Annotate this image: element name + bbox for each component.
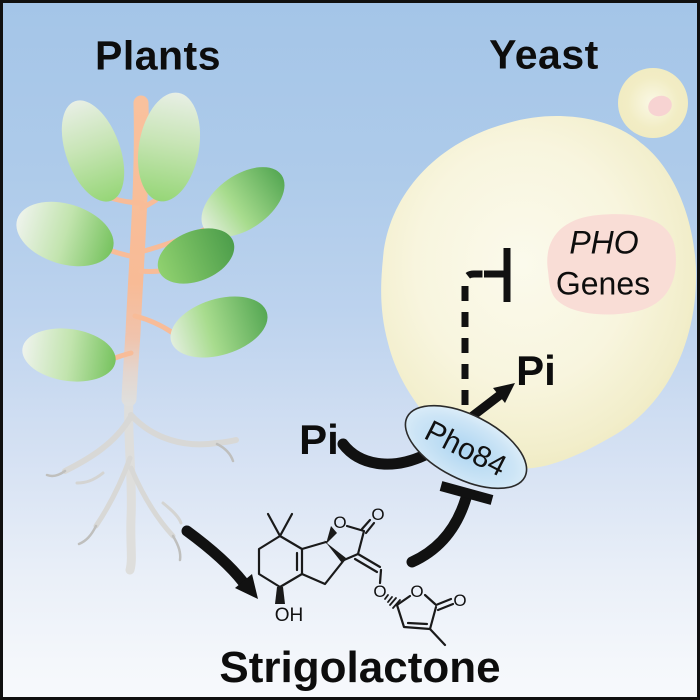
molecule-bonds [257, 534, 304, 589]
yeast-cell-body [381, 115, 697, 469]
molecule-bonds [428, 627, 447, 647]
plant-leaf [16, 201, 114, 267]
plant-leaf [170, 296, 268, 358]
pho-genes-label-line1: PHO [569, 224, 639, 261]
external-pi-label: Pi [299, 416, 339, 463]
atom-label-lactone-carbonyl-o: O [371, 505, 384, 524]
atom-label-butenolide-o: O [410, 582, 423, 601]
strigolactone-name-label: Strigolactone [219, 643, 501, 692]
plant-leaf [201, 167, 285, 237]
molecule-hash-bond [384, 594, 401, 609]
molecule-bonds [300, 540, 346, 586]
pho-genes-region [547, 214, 676, 315]
plant-leaf [157, 228, 235, 284]
molecule-bonds [360, 518, 376, 535]
molecule-wedge-bond [275, 587, 285, 604]
molecule-bonds [395, 594, 412, 607]
molecule-bonds [423, 593, 437, 606]
molecule-bonds [342, 524, 366, 562]
molecule-wedge-bond [326, 526, 337, 544]
molecule-bonds [353, 552, 382, 574]
plant-leaf [61, 100, 125, 202]
molecule-wedge-bond [324, 540, 346, 563]
plant-leaf [137, 92, 201, 202]
pho84-ellipse [404, 404, 528, 490]
pho84-inhibition-dashed-tbar [461, 248, 511, 405]
yeast-cell [381, 68, 697, 469]
molecule-bonds [406, 621, 429, 626]
atom-label-hydroxyl: OH [275, 605, 304, 626]
plant-leaf [22, 328, 116, 382]
pathway-arrows [181, 248, 515, 599]
atom-label-enol-ether-o: O [373, 582, 386, 601]
pho-genes-label-line2: Genes [555, 265, 651, 302]
molecule-bonds [395, 603, 438, 631]
molecule-bonds [434, 597, 455, 612]
yeast-title: Yeast [489, 31, 599, 78]
molecule-bonds [266, 512, 294, 538]
figure-graphics: Pho84 [16, 68, 697, 647]
plant-leaves [16, 92, 285, 382]
atom-label-butenolide-carbonyl-o: O [453, 591, 466, 610]
atom-label-lactone-o: O [333, 513, 346, 532]
internal-pi-label: Pi [516, 347, 556, 394]
root-exudation-arrow [181, 525, 258, 599]
plant-roots [45, 390, 239, 575]
molecule-bonds [378, 568, 383, 585]
plants-title: Plants [94, 32, 222, 79]
strigolactone-structure: O O O O O OH [257, 505, 467, 647]
yeast-bud-nucleus [648, 95, 672, 117]
pi-uptake-curve [337, 438, 431, 470]
plant-illustration [16, 92, 285, 575]
strigolactone-inhibition-tbar [406, 481, 494, 568]
